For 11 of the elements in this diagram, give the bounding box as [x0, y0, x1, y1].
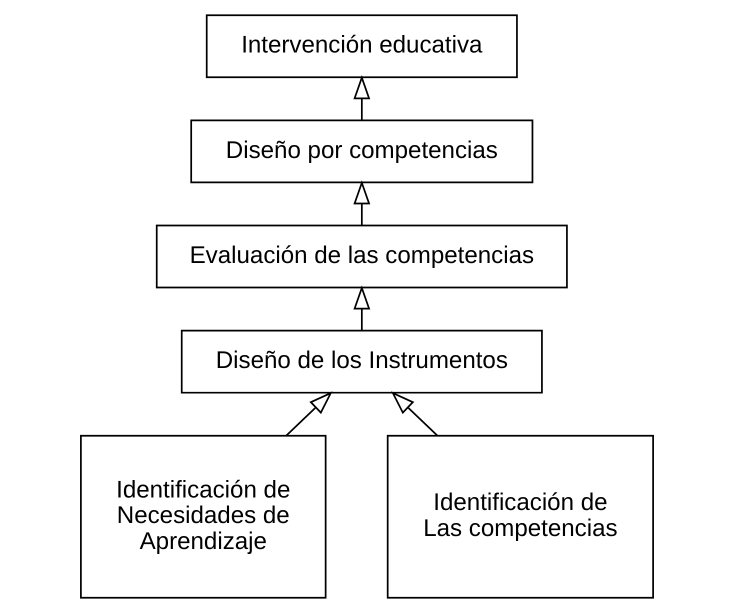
node-box: Diseño por competencias	[190, 120, 533, 184]
arrow	[352, 180, 370, 226]
node-box: Evaluación de las competencias	[155, 224, 568, 288]
node-box: Intervención educativa	[205, 14, 518, 78]
node-box: Identificación de Necesidades de Aprendizaje	[80, 434, 326, 599]
node-box: Diseño de los Instrumentos	[180, 330, 542, 394]
arrow	[352, 75, 370, 120]
node-box: Identificación de Las competencias	[386, 434, 654, 599]
arrow	[352, 285, 370, 330]
arrow	[390, 391, 438, 436]
arrow	[285, 391, 332, 436]
